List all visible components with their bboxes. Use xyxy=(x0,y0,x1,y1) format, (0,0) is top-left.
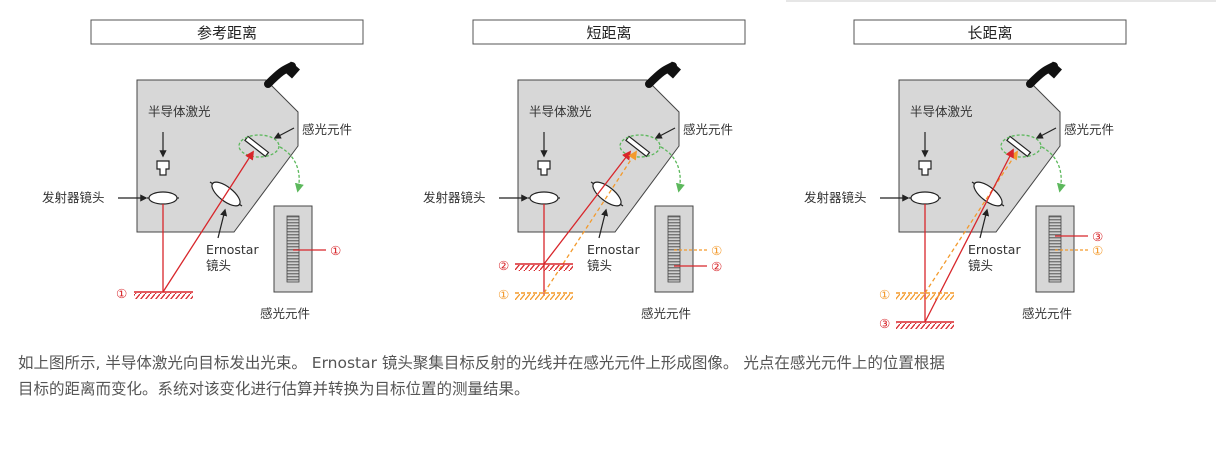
panel-title: 短距离 xyxy=(586,24,631,42)
reflected-beam-reference xyxy=(924,150,1018,294)
ernostar-lens-label: 镜头 xyxy=(206,258,231,273)
panel-long: 长距离 半导体激光 感光元件 发射器镜头 Ernostar 镜头 感光元件 ① … xyxy=(804,19,1127,331)
top-divider xyxy=(786,0,1216,2)
reflected-beam-short xyxy=(543,150,632,265)
target-hatch xyxy=(515,294,573,300)
target-marker-3: ③ xyxy=(879,316,890,331)
panel-title-box xyxy=(472,19,746,45)
target-hatch xyxy=(515,265,573,271)
sensor-element-bottom-label: 感光元件 xyxy=(1022,306,1072,321)
panel-reference: 参考距离 半导体激光 感光元件 发射器镜头 Ernostar 镜头 感光元件 ①… xyxy=(42,19,364,321)
emitter-lens-label: 发射器镜头 xyxy=(42,190,105,205)
emitter-lens-label: 发射器镜头 xyxy=(804,190,867,205)
target-hatch xyxy=(896,294,954,300)
target-marker-1: ① xyxy=(116,286,127,301)
sensor-element-bottom-label: 感光元件 xyxy=(641,306,691,321)
ernostar-label: Ernostar xyxy=(206,242,259,257)
panel-title: 参考距离 xyxy=(197,24,257,42)
ernostar-lens-label: 镜头 xyxy=(587,258,612,273)
sensor-marker-1: ① xyxy=(711,243,722,258)
target-hatch xyxy=(896,323,954,329)
panel-title-box xyxy=(853,19,1127,45)
sensor-marker-3: ③ xyxy=(1092,229,1103,244)
sensor-marker-1: ① xyxy=(330,243,341,258)
ernostar-label: Ernostar xyxy=(968,242,1021,257)
target-hatch xyxy=(134,293,193,299)
panel-title: 长距离 xyxy=(967,24,1012,42)
panel-title-box xyxy=(90,19,364,45)
target-marker-1: ① xyxy=(498,287,509,302)
ernostar-label: Ernostar xyxy=(587,242,640,257)
sensor-marker-2: ② xyxy=(711,259,722,274)
sensor-element-label: 感光元件 xyxy=(1064,122,1114,137)
sensor-element-label: 感光元件 xyxy=(302,122,352,137)
laser-label: 半导体激光 xyxy=(148,104,211,119)
ernostar-lens-label: 镜头 xyxy=(968,258,993,273)
caption-line-2: 目标的距离而变化。系统对该变化进行估算并转换为目标位置的测量结果。 xyxy=(18,380,530,398)
panel-short: 短距离 半导体激光 感光元件 发射器镜头 Ernostar 镜头 感光元件 ② … xyxy=(423,19,746,321)
target-marker-1: ① xyxy=(879,287,890,302)
laser-label: 半导体激光 xyxy=(529,104,592,119)
laser-label: 半导体激光 xyxy=(910,104,973,119)
sensor-marker-1: ① xyxy=(1092,243,1103,258)
sensor-element-bottom-label: 感光元件 xyxy=(260,306,310,321)
sensor-element-label: 感光元件 xyxy=(683,122,733,137)
target-marker-2: ② xyxy=(498,258,509,273)
reflected-beam xyxy=(162,150,254,293)
caption: 如上图所示, 半导体激光向目标发出光束。 Ernostar 镜头聚集目标反射的光… xyxy=(18,350,1208,402)
caption-line-1: 如上图所示, 半导体激光向目标发出光束。 Ernostar 镜头聚集目标反射的光… xyxy=(18,354,945,372)
emitter-lens-label: 发射器镜头 xyxy=(423,190,486,205)
